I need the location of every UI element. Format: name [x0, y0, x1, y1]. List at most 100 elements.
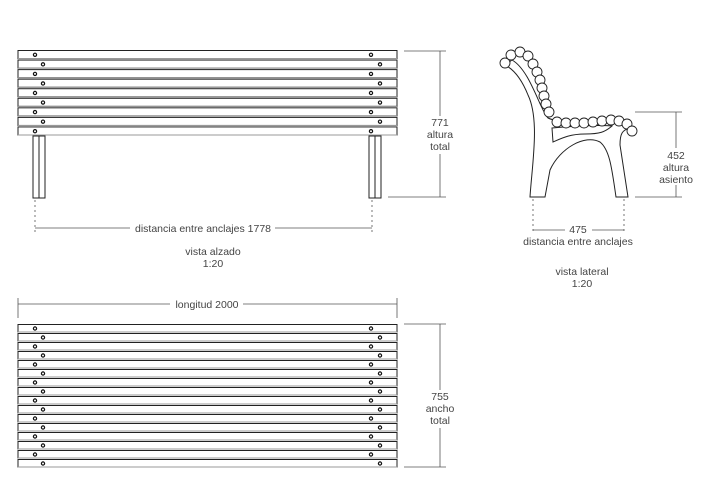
slat	[17, 459, 398, 468]
bolt-icon	[377, 407, 383, 412]
bolt-icon	[40, 353, 46, 358]
bolt-icon	[368, 71, 374, 77]
bolt-icon	[32, 129, 38, 134]
slat	[17, 97, 398, 107]
top-plan-view	[17, 324, 398, 468]
bolt-icon	[368, 362, 374, 367]
slat	[17, 324, 398, 333]
anchor-distance-label: distancia entre anclajes 1778	[135, 223, 271, 235]
bolt-icon	[377, 81, 383, 86]
slat-section	[560, 117, 572, 129]
side-anchor-label: distancia entre anclajes	[523, 236, 633, 248]
bolt-icon	[32, 52, 38, 57]
slat	[17, 360, 398, 369]
bolt-icon	[32, 326, 38, 331]
seat-height-value: 452	[667, 150, 685, 162]
slat	[17, 342, 398, 351]
height-value: 771	[431, 117, 449, 129]
side-view-frame	[504, 59, 631, 232]
bolt-icon	[377, 461, 383, 466]
slat	[17, 59, 398, 69]
slat	[17, 423, 398, 432]
bolt-icon	[40, 81, 46, 86]
bolt-icon	[377, 119, 383, 124]
bolt-icon	[368, 326, 374, 331]
slat-section	[569, 117, 581, 129]
bolt-icon	[32, 434, 38, 439]
slat	[17, 369, 398, 378]
slat	[17, 396, 398, 405]
view-title: vista alzado	[185, 246, 241, 258]
width-dimension: 755 ancho total	[404, 323, 455, 468]
front-legs	[32, 135, 382, 232]
bolt-icon	[368, 344, 374, 349]
view-title: vista lateral	[555, 266, 608, 278]
slat	[17, 126, 398, 136]
side-anchor-value: 475	[569, 224, 587, 236]
slat-section	[505, 49, 517, 61]
bolt-icon	[40, 119, 46, 124]
front-elevation-view	[17, 50, 398, 136]
height-label: total	[430, 141, 450, 153]
slat	[17, 450, 398, 459]
slat-section	[578, 117, 590, 129]
bolt-icon	[377, 335, 383, 340]
bolt-icon	[40, 425, 46, 430]
bolt-icon	[368, 416, 374, 421]
bolt-icon	[368, 452, 374, 457]
bolt-icon	[368, 90, 374, 96]
length-dimension: longitud 2000	[17, 298, 398, 318]
slat	[17, 378, 398, 387]
slat-section	[499, 57, 511, 69]
bolt-icon	[40, 443, 46, 448]
width-value: 755	[431, 391, 449, 403]
front-anchor-dimension: distancia entre anclajes 1778	[35, 223, 372, 235]
bolt-icon	[368, 129, 374, 134]
slat	[17, 432, 398, 441]
bolt-icon	[377, 443, 383, 448]
bolt-icon	[368, 52, 374, 57]
bolt-icon	[32, 380, 38, 385]
slat	[17, 78, 398, 88]
bolt-icon	[40, 407, 46, 412]
slat-section	[543, 106, 555, 118]
side-anchor-dimension: 475 distancia entre anclajes	[523, 224, 633, 248]
bolt-icon	[40, 461, 46, 466]
slat	[17, 69, 398, 79]
bolt-icon	[377, 389, 383, 394]
side-view-slats	[499, 46, 638, 137]
width-label: ancho	[426, 403, 455, 415]
slat	[17, 441, 398, 450]
view-scale: 1:20	[572, 278, 593, 290]
slat	[17, 50, 398, 60]
bolt-icon	[377, 62, 383, 67]
bolt-icon	[32, 344, 38, 349]
bolt-icon	[368, 434, 374, 439]
bolt-icon	[377, 353, 383, 358]
bolt-icon	[40, 335, 46, 340]
slat-section	[551, 116, 563, 128]
bolt-icon	[377, 425, 383, 430]
bolt-icon	[32, 362, 38, 367]
seat-height-label: asiento	[659, 174, 693, 186]
bolt-icon	[40, 371, 46, 376]
seat-height-dimension: 452 altura asiento	[635, 111, 693, 198]
bolt-icon	[32, 109, 38, 115]
bolt-icon	[368, 109, 374, 115]
slat	[17, 88, 398, 98]
bolt-icon	[40, 389, 46, 394]
slat-section	[522, 50, 534, 62]
front-height-dimension: 771 altura total	[388, 50, 453, 198]
bolt-icon	[377, 371, 383, 376]
slat	[17, 107, 398, 117]
bolt-icon	[32, 416, 38, 421]
slat	[17, 351, 398, 360]
width-label: total	[430, 415, 450, 427]
slat	[17, 387, 398, 396]
bolt-icon	[32, 452, 38, 457]
slat-section	[587, 116, 599, 128]
slat-section	[596, 115, 608, 127]
bolt-icon	[32, 71, 38, 77]
bolt-icon	[368, 380, 374, 385]
